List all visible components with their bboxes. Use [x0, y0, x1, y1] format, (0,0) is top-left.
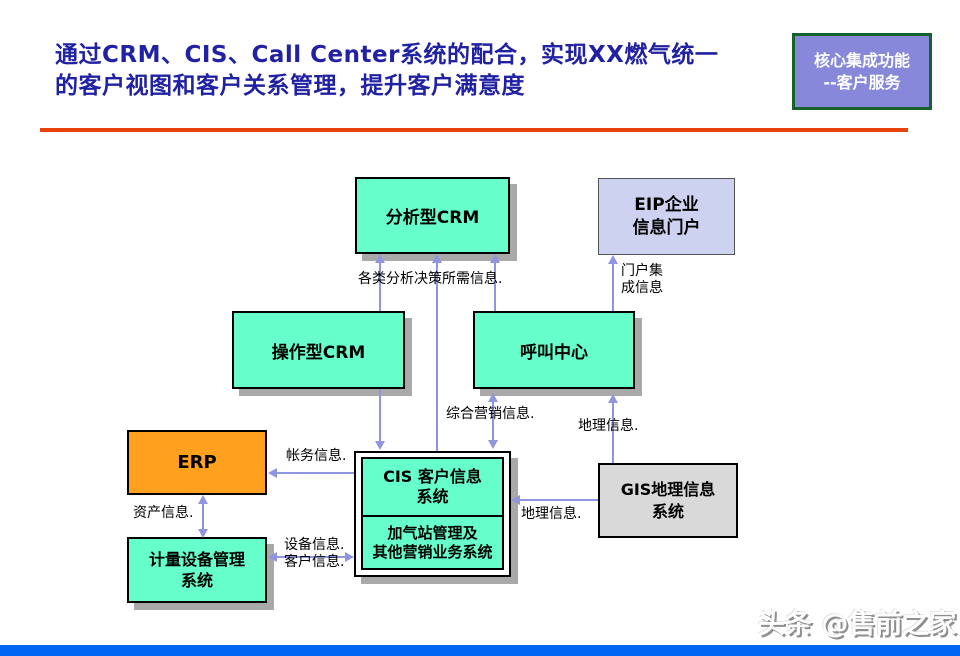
arrow-line — [202, 503, 204, 530]
arrow-line — [379, 262, 381, 311]
edge-label-asset-info: 资产信息. — [133, 505, 194, 521]
edge-label-marketing-info: 综合营销信息. — [446, 406, 535, 422]
node-erp-label: ERP — [177, 452, 217, 473]
arrow-head-right-icon — [345, 552, 354, 562]
node-operational-crm: 操作型CRM — [232, 311, 405, 389]
arrow-line — [492, 401, 494, 441]
arrow-head-up-icon — [608, 255, 618, 264]
node-cis-sub-section: 加气站管理及 其他营销业务系统 — [363, 517, 502, 568]
arrow-line — [519, 499, 598, 501]
node-operational-crm-label: 操作型CRM — [271, 342, 366, 363]
edge-label-portal-line1: 门户集 — [621, 263, 663, 279]
arrow-line — [436, 262, 438, 451]
arrow-head-up-icon — [490, 254, 500, 263]
edge-label-geo-info-lower: 地理信息. — [521, 506, 582, 522]
edge-label-customer-info: 客户信息. — [284, 554, 345, 570]
arrow-head-up-icon — [375, 254, 385, 263]
arrow-head-down-icon — [375, 441, 385, 450]
arrow-line — [379, 389, 381, 442]
arrow-head-up-icon — [608, 394, 618, 403]
node-cis-line1: CIS 客户信息 — [383, 467, 482, 486]
node-erp: ERP — [127, 430, 267, 495]
edge-label-account-info: 帐务信息. — [286, 448, 347, 464]
node-eip-portal: EIP企业 信息门户 — [598, 178, 735, 255]
arrow-line — [494, 262, 496, 311]
edge-label-portal-info: 门户集 成信息 — [621, 263, 663, 297]
node-metering-line1: 计量设备管理 — [148, 550, 245, 569]
node-cis: CIS 客户信息 系统 加气站管理及 其他营销业务系统 — [354, 451, 511, 577]
badge-line2: --客户服务 — [823, 72, 901, 92]
arrow-line — [276, 472, 354, 474]
node-cis-main-section: CIS 客户信息 系统 — [363, 459, 502, 517]
arrow-head-up-icon — [432, 254, 442, 263]
arrow-head-left-icon — [511, 495, 520, 505]
arrow-head-down-icon — [488, 440, 498, 449]
arrow-head-up-icon — [488, 393, 498, 402]
corner-badge: 核心集成功能 --客户服务 — [792, 33, 932, 110]
node-cis-sub-line1: 加气站管理及 — [387, 523, 478, 542]
arrow-line — [612, 263, 614, 311]
badge-line1: 核心集成功能 — [813, 50, 910, 70]
arrow-head-left-icon — [268, 552, 277, 562]
watermark: 头条 @售前之家 — [758, 609, 957, 640]
node-gis-line2: 系统 — [651, 501, 684, 521]
slide-title-line1: 通过CRM、CIS、Call Center系统的配合，实现XX燃气统一 — [55, 42, 719, 68]
edge-label-portal-line2: 成信息 — [621, 280, 663, 296]
node-eip-line1: EIP企业 — [634, 194, 699, 215]
node-cis-line2: 系统 — [416, 487, 449, 506]
bottom-bar — [0, 645, 960, 656]
edge-label-device-customer-info: 设备信息. 客户信息. — [284, 537, 344, 571]
title-underline — [40, 128, 908, 132]
node-cis-sub-line2: 其他营销业务系统 — [372, 542, 493, 561]
node-cis-inner: CIS 客户信息 系统 加气站管理及 其他营销业务系统 — [361, 457, 504, 570]
node-metering-line2: 系统 — [180, 571, 213, 590]
arrow-head-down-icon — [198, 529, 208, 538]
node-metering-system: 计量设备管理 系统 — [127, 537, 267, 603]
node-call-center-label: 呼叫中心 — [520, 342, 588, 363]
node-call-center: 呼叫中心 — [473, 311, 635, 389]
node-gis: GIS地理信息 系统 — [598, 463, 738, 538]
arrow-head-left-icon — [268, 468, 277, 478]
edge-label-analysis-info: 各类分析决策所需信息. — [358, 271, 503, 287]
slide-title: 通过CRM、CIS、Call Center系统的配合，实现XX燃气统一 的客户视… — [55, 40, 815, 102]
node-eip-line2: 信息门户 — [632, 217, 701, 238]
node-gis-line1: GIS地理信息 — [620, 479, 716, 499]
node-analytical-crm: 分析型CRM — [355, 177, 510, 254]
node-analytical-crm-label: 分析型CRM — [385, 208, 480, 228]
arrow-line — [612, 402, 614, 463]
slide-title-line2: 的客户视图和客户关系管理，提升客户满意度 — [55, 73, 525, 99]
edge-label-geo-info-upper: 地理信息. — [578, 418, 639, 434]
edge-label-device-info: 设备信息. — [284, 537, 345, 553]
arrow-head-up-icon — [198, 495, 208, 504]
arrow-line — [276, 556, 346, 558]
